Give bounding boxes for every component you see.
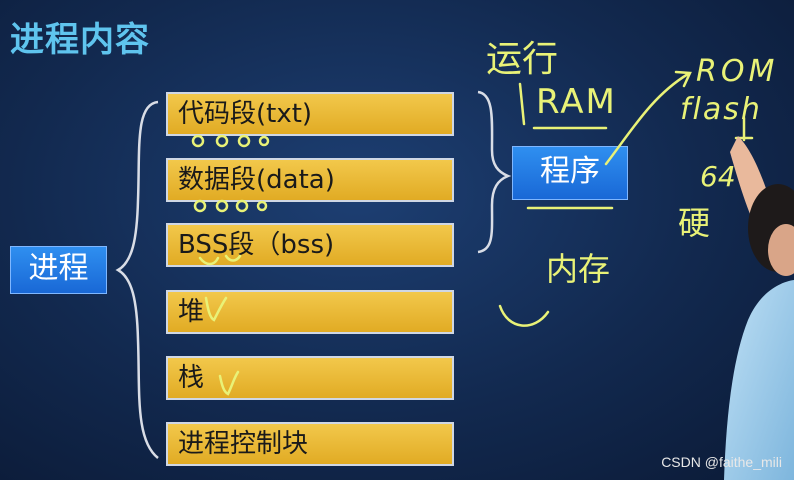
watermark: CSDN @faithe_mili — [661, 454, 782, 470]
handwriting-ram: RAM — [536, 82, 617, 122]
slide-title: 进程内容 — [10, 20, 150, 60]
segment-stack: 栈 — [166, 356, 454, 400]
program-box: 程序 — [512, 146, 628, 200]
segment-heap: 堆 — [166, 290, 454, 334]
segment-code: 代码段(txt) — [166, 92, 454, 136]
handwriting-number: 64 — [700, 160, 736, 193]
handwriting-memory: 内存 — [546, 250, 611, 288]
handwriting-run: 运行 — [486, 39, 559, 80]
segment-pcb: 进程控制块 — [166, 422, 454, 466]
handwriting-rom: ROM — [696, 54, 779, 89]
segment-bss: BSS段（bss) — [166, 223, 454, 267]
process-box: 进程 — [10, 246, 107, 294]
segment-data: 数据段(data) — [166, 158, 454, 202]
handwriting-flash: flash — [680, 92, 762, 127]
handwriting-hard: 硬 — [678, 204, 711, 242]
